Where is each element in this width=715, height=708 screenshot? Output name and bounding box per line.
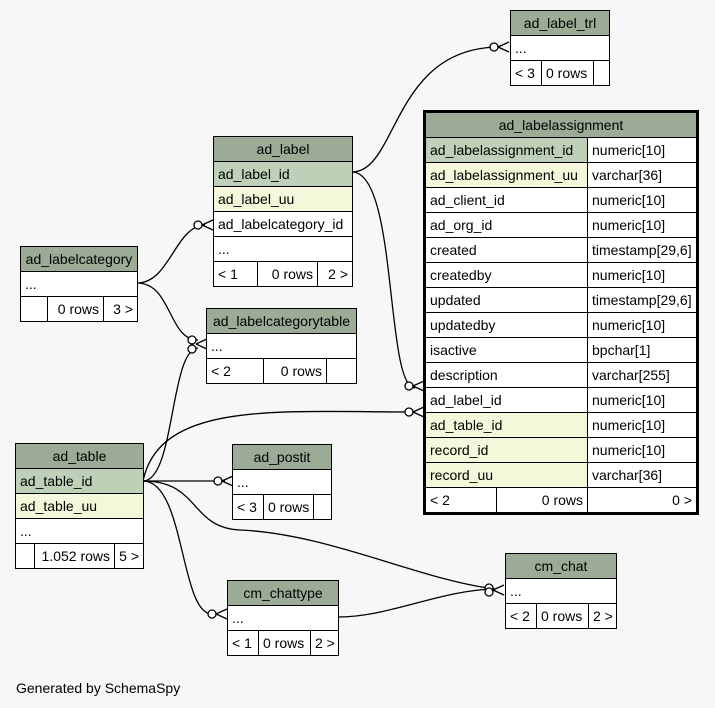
table-row: ad_table_id numeric[10] xyxy=(426,413,696,438)
table-row: ad_table_id xyxy=(16,469,143,494)
table-ad-table[interactable]: ad_table ad_table_id ad_table_uu ... 1.0… xyxy=(15,443,144,569)
table-row: ad_client_id numeric[10] xyxy=(426,188,696,213)
table-ad-label-trl[interactable]: ad_label_trl ... < 3 0 rows xyxy=(510,10,610,86)
table-title: ad_label xyxy=(214,137,352,162)
table-ad-label[interactable]: ad_label ad_label_id ad_label_uu ad_labe… xyxy=(213,136,353,287)
link-end-ad-postit xyxy=(213,476,223,486)
table-row: ... xyxy=(21,272,137,297)
table-footer: < 1 0 rows 2 > xyxy=(214,262,352,286)
table-row: createdby numeric[10] xyxy=(426,263,696,288)
table-row: ... xyxy=(16,519,143,544)
table-title: ad_label_trl xyxy=(511,11,609,36)
table-row: updatedby numeric[10] xyxy=(426,313,696,338)
table-row: ad_label_uu xyxy=(214,187,352,212)
table-row: ad_table_uu xyxy=(16,494,143,519)
table-row: record_id numeric[10] xyxy=(426,438,696,463)
table-row: isactive bpchar[1] xyxy=(426,338,696,363)
table-row: created timestamp[29,6] xyxy=(426,238,696,263)
link-ad-labelcategorytable-ad-table xyxy=(142,347,199,482)
table-row: ad_labelcategory_id xyxy=(214,212,352,237)
link-ad-label-ad-labelcategory xyxy=(136,224,206,284)
link-end-ad-labelcategorytable-2 xyxy=(187,344,197,354)
link-end-ad-labelassignment-label xyxy=(404,381,414,391)
table-row: ad_label_id xyxy=(214,162,352,187)
table-row: description varchar[255] xyxy=(426,363,696,388)
link-end-cm-chattype xyxy=(207,609,217,619)
table-row: ... xyxy=(233,470,331,495)
table-footer: 1.052 rows 5 > xyxy=(16,544,143,568)
table-ad-postit[interactable]: ad_postit ... < 3 0 rows xyxy=(232,444,332,520)
table-row: ... xyxy=(228,606,338,631)
table-footer: < 2 0 rows xyxy=(207,359,356,383)
link-end-ad-label-category xyxy=(193,220,203,230)
link-ad-labelassignment-ad-table xyxy=(142,410,416,482)
link-end-ad-labelassignment-table xyxy=(404,407,414,417)
table-ad-labelcategorytable[interactable]: ad_labelcategorytable ... < 2 0 rows xyxy=(206,308,357,384)
table-row: ... xyxy=(511,36,609,61)
link-ad-labelassignment-ad-label xyxy=(351,171,416,389)
table-row: ... xyxy=(506,579,616,604)
table-row: ad_org_id numeric[10] xyxy=(426,213,696,238)
generator-credit: Generated by SchemaSpy xyxy=(16,680,181,696)
link-cm-chat-cm-chattype xyxy=(337,588,496,618)
table-footer: < 3 0 rows xyxy=(233,495,331,519)
table-title: cm_chattype xyxy=(228,581,338,606)
table-footer: < 3 0 rows xyxy=(511,61,609,85)
link-end-ad-label-trl xyxy=(489,42,499,52)
table-title: ad_labelassignment xyxy=(426,113,696,138)
link-cm-chat-ad-table xyxy=(142,480,496,590)
link-end-cm-chat-2 xyxy=(484,587,494,597)
table-footer: < 2 0 rows 0 > xyxy=(426,488,696,512)
table-ad-labelassignment[interactable]: ad_labelassignment ad_labelassignment_id… xyxy=(423,110,699,515)
table-title: ad_labelcategory xyxy=(21,247,137,272)
table-footer: < 2 0 rows 2 > xyxy=(506,604,616,628)
table-row: record_uu varchar[36] xyxy=(426,463,696,488)
table-row: ad_labelassignment_uu varchar[36] xyxy=(426,163,696,188)
table-row: ... xyxy=(207,334,356,359)
table-row: ad_labelassignment_id numeric[10] xyxy=(426,138,696,163)
table-title: cm_chat xyxy=(506,554,616,579)
table-row: ad_label_id numeric[10] xyxy=(426,388,696,413)
table-ad-labelcategory[interactable]: ad_labelcategory ... 0 rows 3 > xyxy=(20,246,138,322)
table-row: updated timestamp[29,6] xyxy=(426,288,696,313)
table-footer: 0 rows 3 > xyxy=(21,297,137,321)
link-end-ad-labelcategorytable-1 xyxy=(187,335,197,345)
link-ad-label-trl-ad-label xyxy=(351,46,501,173)
table-title: ad_labelcategorytable xyxy=(207,309,356,334)
table-footer: < 1 0 rows 2 > xyxy=(228,631,338,655)
table-cm-chattype[interactable]: cm_chattype ... < 1 0 rows 2 > xyxy=(227,580,339,656)
table-title: ad_table xyxy=(16,444,143,469)
table-title: ad_postit xyxy=(233,445,331,470)
link-cm-chattype-ad-table xyxy=(142,480,213,615)
table-cm-chat[interactable]: cm_chat ... < 2 0 rows 2 > xyxy=(505,553,617,629)
link-ad-labelcategorytable-ad-labelcategory xyxy=(136,282,199,341)
table-row: ... xyxy=(214,237,352,262)
